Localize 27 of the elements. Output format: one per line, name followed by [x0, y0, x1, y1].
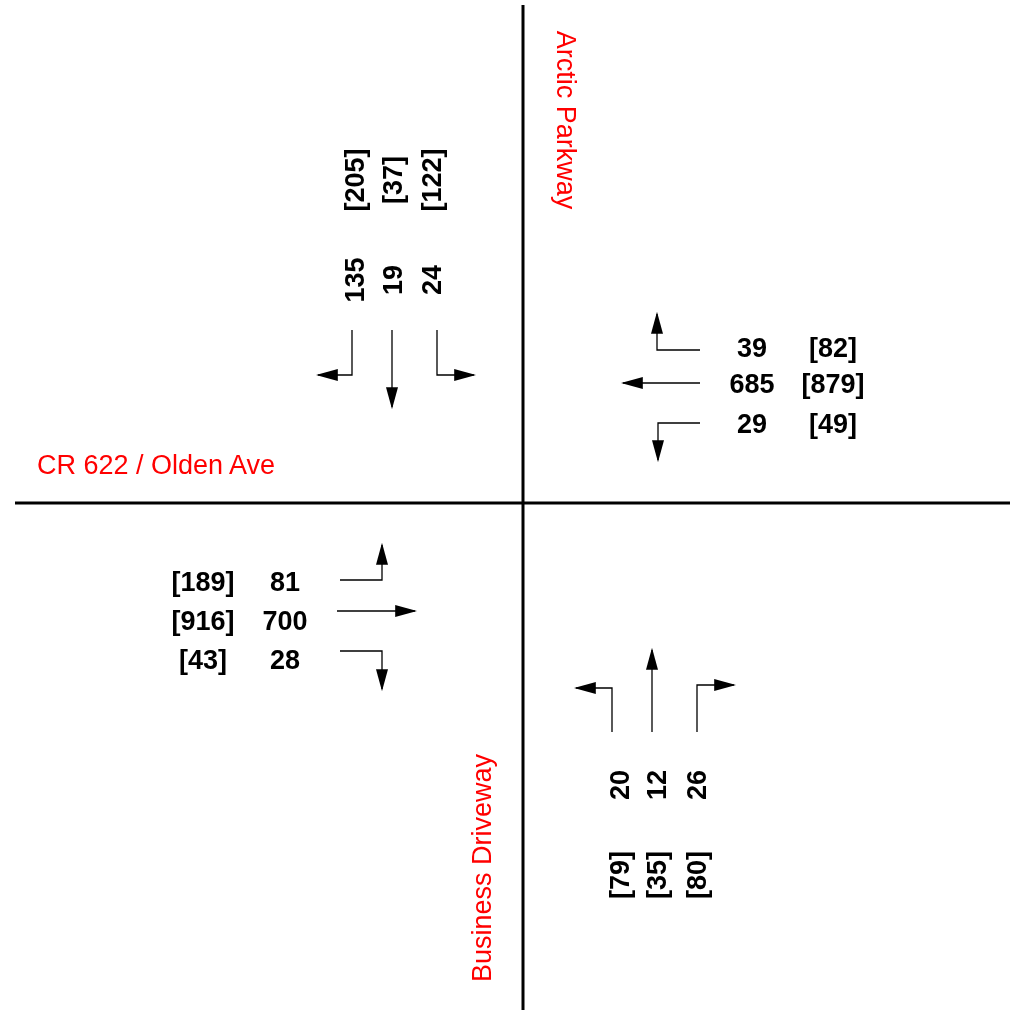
traffic-count: [122]	[418, 148, 446, 212]
traffic-count: [82]	[809, 334, 857, 362]
traffic-count: 81	[270, 568, 300, 596]
traffic-count: [205]	[341, 148, 369, 212]
traffic-count: 19	[379, 265, 407, 295]
traffic-count: [37]	[379, 156, 407, 204]
traffic-count: [49]	[809, 410, 857, 438]
traffic-count: [189]	[171, 568, 235, 596]
traffic-count: 700	[262, 607, 308, 635]
traffic-count: 24	[418, 265, 446, 295]
traffic-count: 135	[341, 257, 369, 303]
traffic-count: 26	[683, 770, 711, 800]
traffic-count: [879]	[801, 370, 865, 398]
traffic-count: [80]	[683, 851, 711, 899]
traffic-count: [79]	[606, 851, 634, 899]
traffic-count: [35]	[643, 851, 671, 899]
traffic-count: 29	[737, 410, 767, 438]
traffic-count: [916]	[171, 607, 235, 635]
traffic-count: 20	[606, 770, 634, 800]
traffic-count: 28	[270, 646, 300, 674]
street-name: Business Driveway	[468, 753, 496, 983]
traffic-count: 12	[643, 770, 671, 800]
street-name: CR 622 / Olden Ave	[36, 451, 276, 479]
traffic-count: [43]	[179, 646, 227, 674]
traffic-count: 685	[729, 370, 775, 398]
street-name: Arctic Parkway	[551, 30, 579, 210]
traffic-count: 39	[737, 334, 767, 362]
